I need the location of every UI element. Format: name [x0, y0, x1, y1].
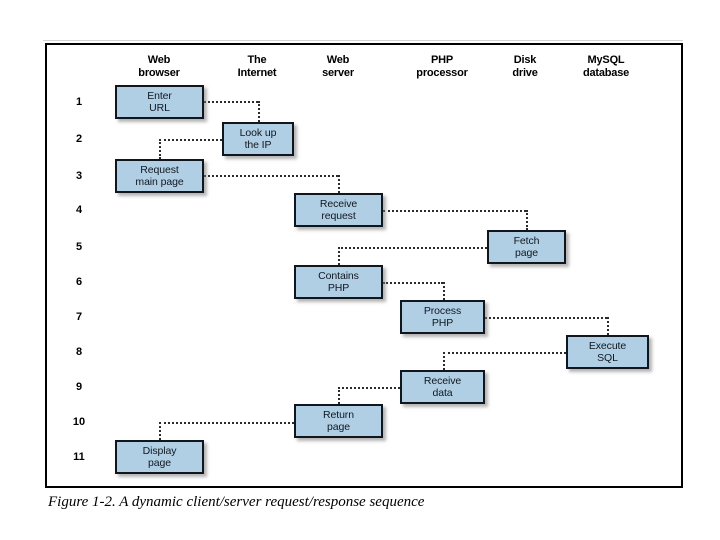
node-label-line1: Enter — [147, 90, 172, 102]
node-label-line1: Return — [323, 409, 354, 421]
node-label-line2: SQL — [597, 352, 618, 364]
node-label-line2: page — [515, 247, 538, 259]
column-header-line1: Disk — [513, 54, 537, 66]
connector-h-enter-url-to-look-up-the-ip — [204, 101, 258, 103]
connector-v-contains-php-to-process-php — [443, 282, 445, 300]
column-header-line2: drive — [512, 66, 538, 79]
node-label-line1: Execute — [588, 340, 627, 352]
column-header-line2: server — [322, 66, 354, 79]
node-label-line1: Contains — [318, 270, 359, 282]
column-header-line2: processor — [416, 66, 468, 79]
row-number-4: 4 — [75, 204, 83, 216]
connector-h-process-php-to-execute-sql — [485, 317, 607, 319]
node-label-line1: Process — [423, 305, 462, 317]
column-header-line2: database — [582, 66, 630, 79]
row-number-9: 9 — [75, 381, 83, 393]
node-label-line1: Display — [142, 445, 177, 457]
column-header-line1: MySQL — [587, 54, 625, 66]
node-label-line2: PHP — [327, 282, 350, 294]
row-number-1: 1 — [75, 96, 83, 108]
node-label-line1: Request — [140, 164, 179, 176]
connector-h-look-up-the-ip-to-request-main-page — [159, 139, 222, 141]
row-number-11: 11 — [73, 451, 85, 463]
row-number-6: 6 — [75, 276, 83, 288]
connector-v-receive-request-to-fetch-page — [526, 210, 528, 230]
connector-v-fetch-page-to-contains-php — [338, 247, 340, 265]
connector-h-execute-sql-to-receive-data — [443, 352, 566, 354]
column-header-line1: Web — [147, 54, 171, 66]
connector-v-return-page-to-display-page — [159, 422, 161, 440]
connector-v-process-php-to-execute-sql — [607, 317, 609, 335]
top-divider-rule — [43, 40, 683, 41]
row-number-2: 2 — [75, 133, 83, 145]
node-label-line2: URL — [149, 102, 170, 114]
column-header-line2: Internet — [237, 66, 277, 79]
row-number-7: 7 — [75, 311, 83, 323]
connector-v-receive-data-to-return-page — [338, 387, 340, 404]
row-number-3: 3 — [75, 170, 83, 182]
node-label-line2: PHP — [431, 317, 454, 329]
node-label-line2: data — [432, 387, 453, 399]
connector-v-request-main-page-to-receive-request — [338, 175, 340, 193]
connector-h-fetch-page-to-contains-php — [338, 247, 487, 249]
connector-v-enter-url-to-look-up-the-ip — [258, 101, 260, 122]
node-label-line2: page — [148, 457, 171, 469]
node-label-line1: Look up — [239, 127, 277, 139]
column-header-line1: PHP — [430, 54, 454, 66]
connector-h-receive-request-to-fetch-page — [383, 210, 526, 212]
connector-v-execute-sql-to-receive-data — [443, 352, 445, 370]
row-number-10: 10 — [72, 416, 86, 428]
node-label-line2: page — [327, 421, 350, 433]
row-number-5: 5 — [75, 241, 83, 253]
connector-h-receive-data-to-return-page — [338, 387, 400, 389]
node-label-line1: Receive — [319, 198, 358, 210]
column-header-line1: Web — [326, 54, 350, 66]
connector-h-return-page-to-display-page — [159, 422, 294, 424]
node-label-line2: the IP — [244, 139, 272, 151]
column-header-line2: browser — [138, 66, 180, 79]
node-label-line2: request — [321, 210, 356, 222]
figure-caption: Figure 1-2. A dynamic client/server requ… — [48, 494, 425, 510]
node-label-line1: Fetch — [513, 235, 540, 247]
connector-h-request-main-page-to-receive-request — [204, 175, 338, 177]
node-label-line1: Receive — [423, 375, 462, 387]
connector-h-contains-php-to-process-php — [383, 282, 443, 284]
column-header-line1: The — [247, 54, 267, 66]
connector-v-look-up-the-ip-to-request-main-page — [159, 139, 161, 159]
row-number-8: 8 — [75, 346, 83, 358]
node-label-line2: main page — [135, 176, 184, 188]
